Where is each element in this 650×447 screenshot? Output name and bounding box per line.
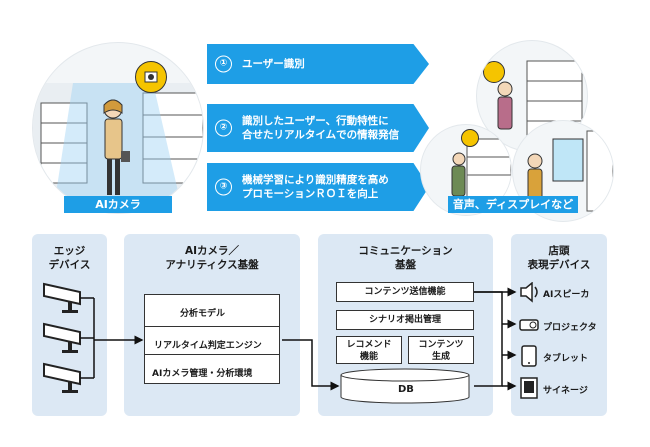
device-label-tablet: タブレット xyxy=(543,354,589,364)
ai-camera-icon xyxy=(135,61,167,93)
device-icons xyxy=(519,282,539,399)
camera-icons xyxy=(43,282,81,393)
security-camera-icon xyxy=(43,282,81,313)
content-delivery-box: コンテンツ送信機能 xyxy=(336,282,474,302)
scenario-management-box: シナリオ掲出管理 xyxy=(336,310,474,330)
panel-title: エッジ デバイス xyxy=(48,245,91,271)
analysis-model-box xyxy=(144,294,280,384)
device-label-speaker: AIスピーカ xyxy=(543,290,590,300)
communication-panel: コミュニケーション 基盤 コンテンツ送信機能 シナリオ掲出管理 レコメンド 機能… xyxy=(318,234,493,416)
banner-user-identification: ① ユーザー識別 xyxy=(207,44,429,84)
banner-number: ① xyxy=(215,55,232,73)
ai-camera-caption: AIカメラ xyxy=(64,196,172,213)
device-label-projector: プロジェクタ xyxy=(543,323,597,333)
content-generation-box: コンテンツ 生成 xyxy=(408,336,474,364)
panel-title: 店頭 表現デバイス xyxy=(527,245,591,271)
camera-scene-illustration xyxy=(32,42,204,214)
banner-text: ユーザー識別 xyxy=(242,58,305,70)
analytics-panel: AIカメラ／ アナリティクス基盤 分析モデル リアルタイム判定エンジン AIカメ… xyxy=(124,234,300,416)
database-icon xyxy=(340,368,470,404)
banner-number: ② xyxy=(215,119,232,137)
analysis-model-label: 分析モデル xyxy=(180,309,226,319)
recommend-box: レコメンド 機能 xyxy=(336,336,402,364)
banner-number: ③ xyxy=(215,178,232,196)
banner-text: 識別したユーザー、行動特性に 合せたリアルタイムでの情報発信 xyxy=(242,115,400,141)
database-label: DB xyxy=(398,384,414,395)
tablet-icon xyxy=(521,345,537,367)
panel-title: コミュニケーション 基盤 xyxy=(358,245,453,271)
store-shelf-illustration xyxy=(33,83,203,213)
speaker-icon xyxy=(520,282,538,303)
security-camera-icon xyxy=(43,362,81,393)
camera-badge-icon xyxy=(461,129,479,147)
speaker-icon xyxy=(483,61,505,83)
banner-text: 機械学習により識別精度を高め プロモーションＲＯＩを向上 xyxy=(242,174,389,200)
signage-icon xyxy=(520,377,538,399)
banner-realtime-delivery: ② 識別したユーザー、行動特性に 合せたリアルタイムでの情報発信 xyxy=(207,104,429,152)
realtime-engine-label: リアルタイム判定エンジン xyxy=(154,341,262,351)
camera-management-label: AIカメラ管理・分析環境 xyxy=(152,369,253,379)
device-label-signage: サイネージ xyxy=(543,386,588,396)
banner-promotion-roi: ③ 機械学習により識別精度を高め プロモーションＲＯＩを向上 xyxy=(207,163,429,211)
security-camera-icon xyxy=(43,322,81,353)
store-devices-panel: 店頭 表現デバイス AIスピーカ プロジェクタ タブレット サイネージ xyxy=(511,234,607,416)
devices-caption: 音声、ディスプレイなど xyxy=(448,196,578,213)
panel-title: AIカメラ／ アナリティクス基盤 xyxy=(165,245,259,271)
projector-icon xyxy=(519,319,539,331)
